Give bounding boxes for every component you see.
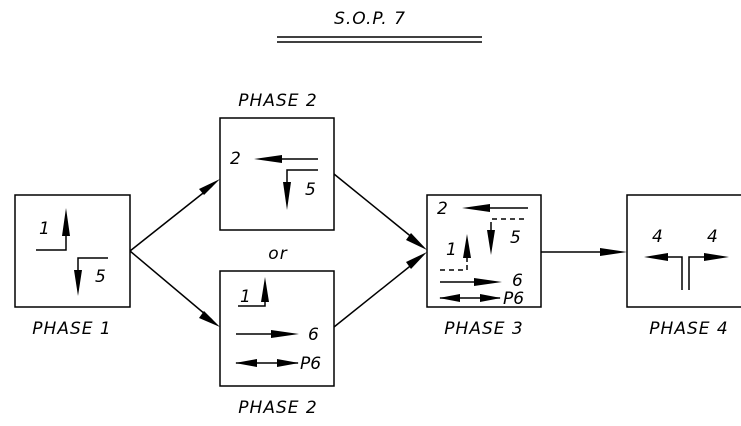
connector-phase2-top-to-phase3-head bbox=[406, 233, 427, 250]
phase-2-top-movement-b-number: 5 bbox=[305, 180, 316, 200]
phase-3-arrowhead-b bbox=[487, 230, 495, 255]
phase-2-top-box bbox=[219, 117, 335, 231]
diagram-title: S.O.P. 7 bbox=[334, 9, 406, 29]
connector-phase3-to-phase4-head bbox=[600, 248, 627, 256]
phase-2-bottom: 1 6 P6 PHASE 2 bbox=[219, 270, 335, 418]
phase-1-arrowhead-b bbox=[74, 270, 82, 296]
phase-2-bottom-ped-label: P6 bbox=[300, 354, 321, 374]
phase-3-arrowhead-c bbox=[463, 234, 471, 258]
connector-phase1-to-phase2-top bbox=[129, 185, 213, 252]
phase-4: 4 4 PHASE 4 bbox=[626, 194, 741, 339]
phase-4-arrowhead-b bbox=[704, 253, 729, 261]
phase-2-bottom-ped-arrowhead-left bbox=[235, 359, 257, 367]
phase-2-bottom-arrowhead-a bbox=[261, 277, 269, 302]
phase-2-bottom-ped-arrowhead-right bbox=[277, 359, 299, 367]
phase-3-label: PHASE 3 bbox=[444, 319, 523, 339]
phase-2-top: PHASE 2 2 5 bbox=[219, 91, 335, 231]
phase-3-movement-arrow-c-dashed bbox=[440, 262, 468, 271]
phase-3-ped-arrowhead-left bbox=[439, 294, 460, 302]
phase-2-top-arrowhead-a bbox=[254, 155, 282, 163]
or-label: or bbox=[268, 244, 287, 264]
phase-3-movement-arrow-b-dashed bbox=[490, 218, 524, 227]
phase-2-bottom-movement-b-number: 6 bbox=[308, 325, 319, 345]
phase-1-movement-b-number: 5 bbox=[95, 267, 106, 287]
phase-4-movement-a-number: 4 bbox=[652, 227, 663, 247]
connector-phase2-bottom-to-phase3-head bbox=[406, 252, 427, 269]
phase-3-movement-d-number: 6 bbox=[512, 271, 523, 291]
phase-1-box bbox=[14, 194, 131, 308]
phase-3-movement-c-number: 1 bbox=[446, 240, 457, 260]
phase-3-ped-arrowhead-right bbox=[480, 294, 501, 302]
connector-phase1-to-phase2-bottom-head bbox=[199, 311, 220, 327]
connector-phase1-to-phase2-top-head bbox=[199, 179, 220, 195]
phase-2-bottom-label: PHASE 2 bbox=[238, 398, 317, 418]
phase-2-top-movement-a-number: 2 bbox=[230, 149, 241, 169]
phase-1-arrowhead-a bbox=[62, 208, 70, 236]
phase-2-bottom-arrowhead-b bbox=[271, 330, 299, 338]
connectors bbox=[129, 173, 627, 328]
phase-4-box bbox=[626, 194, 741, 308]
phase-2-top-label: PHASE 2 bbox=[238, 91, 317, 111]
phase-4-movement-b-number: 4 bbox=[707, 227, 718, 247]
phase-2-top-arrowhead-b bbox=[283, 182, 291, 210]
phase-3-ped-label: P6 bbox=[503, 289, 524, 309]
phase-4-arrowhead-a bbox=[644, 253, 668, 261]
phase-3-arrowhead-a bbox=[462, 204, 490, 212]
connector-phase1-to-phase2-bottom bbox=[129, 250, 213, 321]
phase-1-movement-a-number: 1 bbox=[39, 219, 50, 239]
connector-phase2-top-to-phase3 bbox=[333, 173, 420, 244]
phase-3-arrowhead-d bbox=[474, 278, 502, 286]
phase-1-label: PHASE 1 bbox=[32, 319, 111, 339]
phase-3-movement-b-number: 5 bbox=[510, 228, 521, 248]
phase-3-movement-a-number: 2 bbox=[437, 199, 448, 219]
phase-4-label: PHASE 4 bbox=[649, 319, 728, 339]
phase-1: 1 5 PHASE 1 bbox=[14, 194, 131, 339]
phase-3-box bbox=[426, 194, 542, 308]
phase-3: 2 5 1 6 P6 PHASE 3 bbox=[426, 194, 542, 339]
connector-phase2-bottom-to-phase3 bbox=[333, 258, 420, 328]
phase-2-bottom-movement-a-number: 1 bbox=[240, 287, 251, 307]
